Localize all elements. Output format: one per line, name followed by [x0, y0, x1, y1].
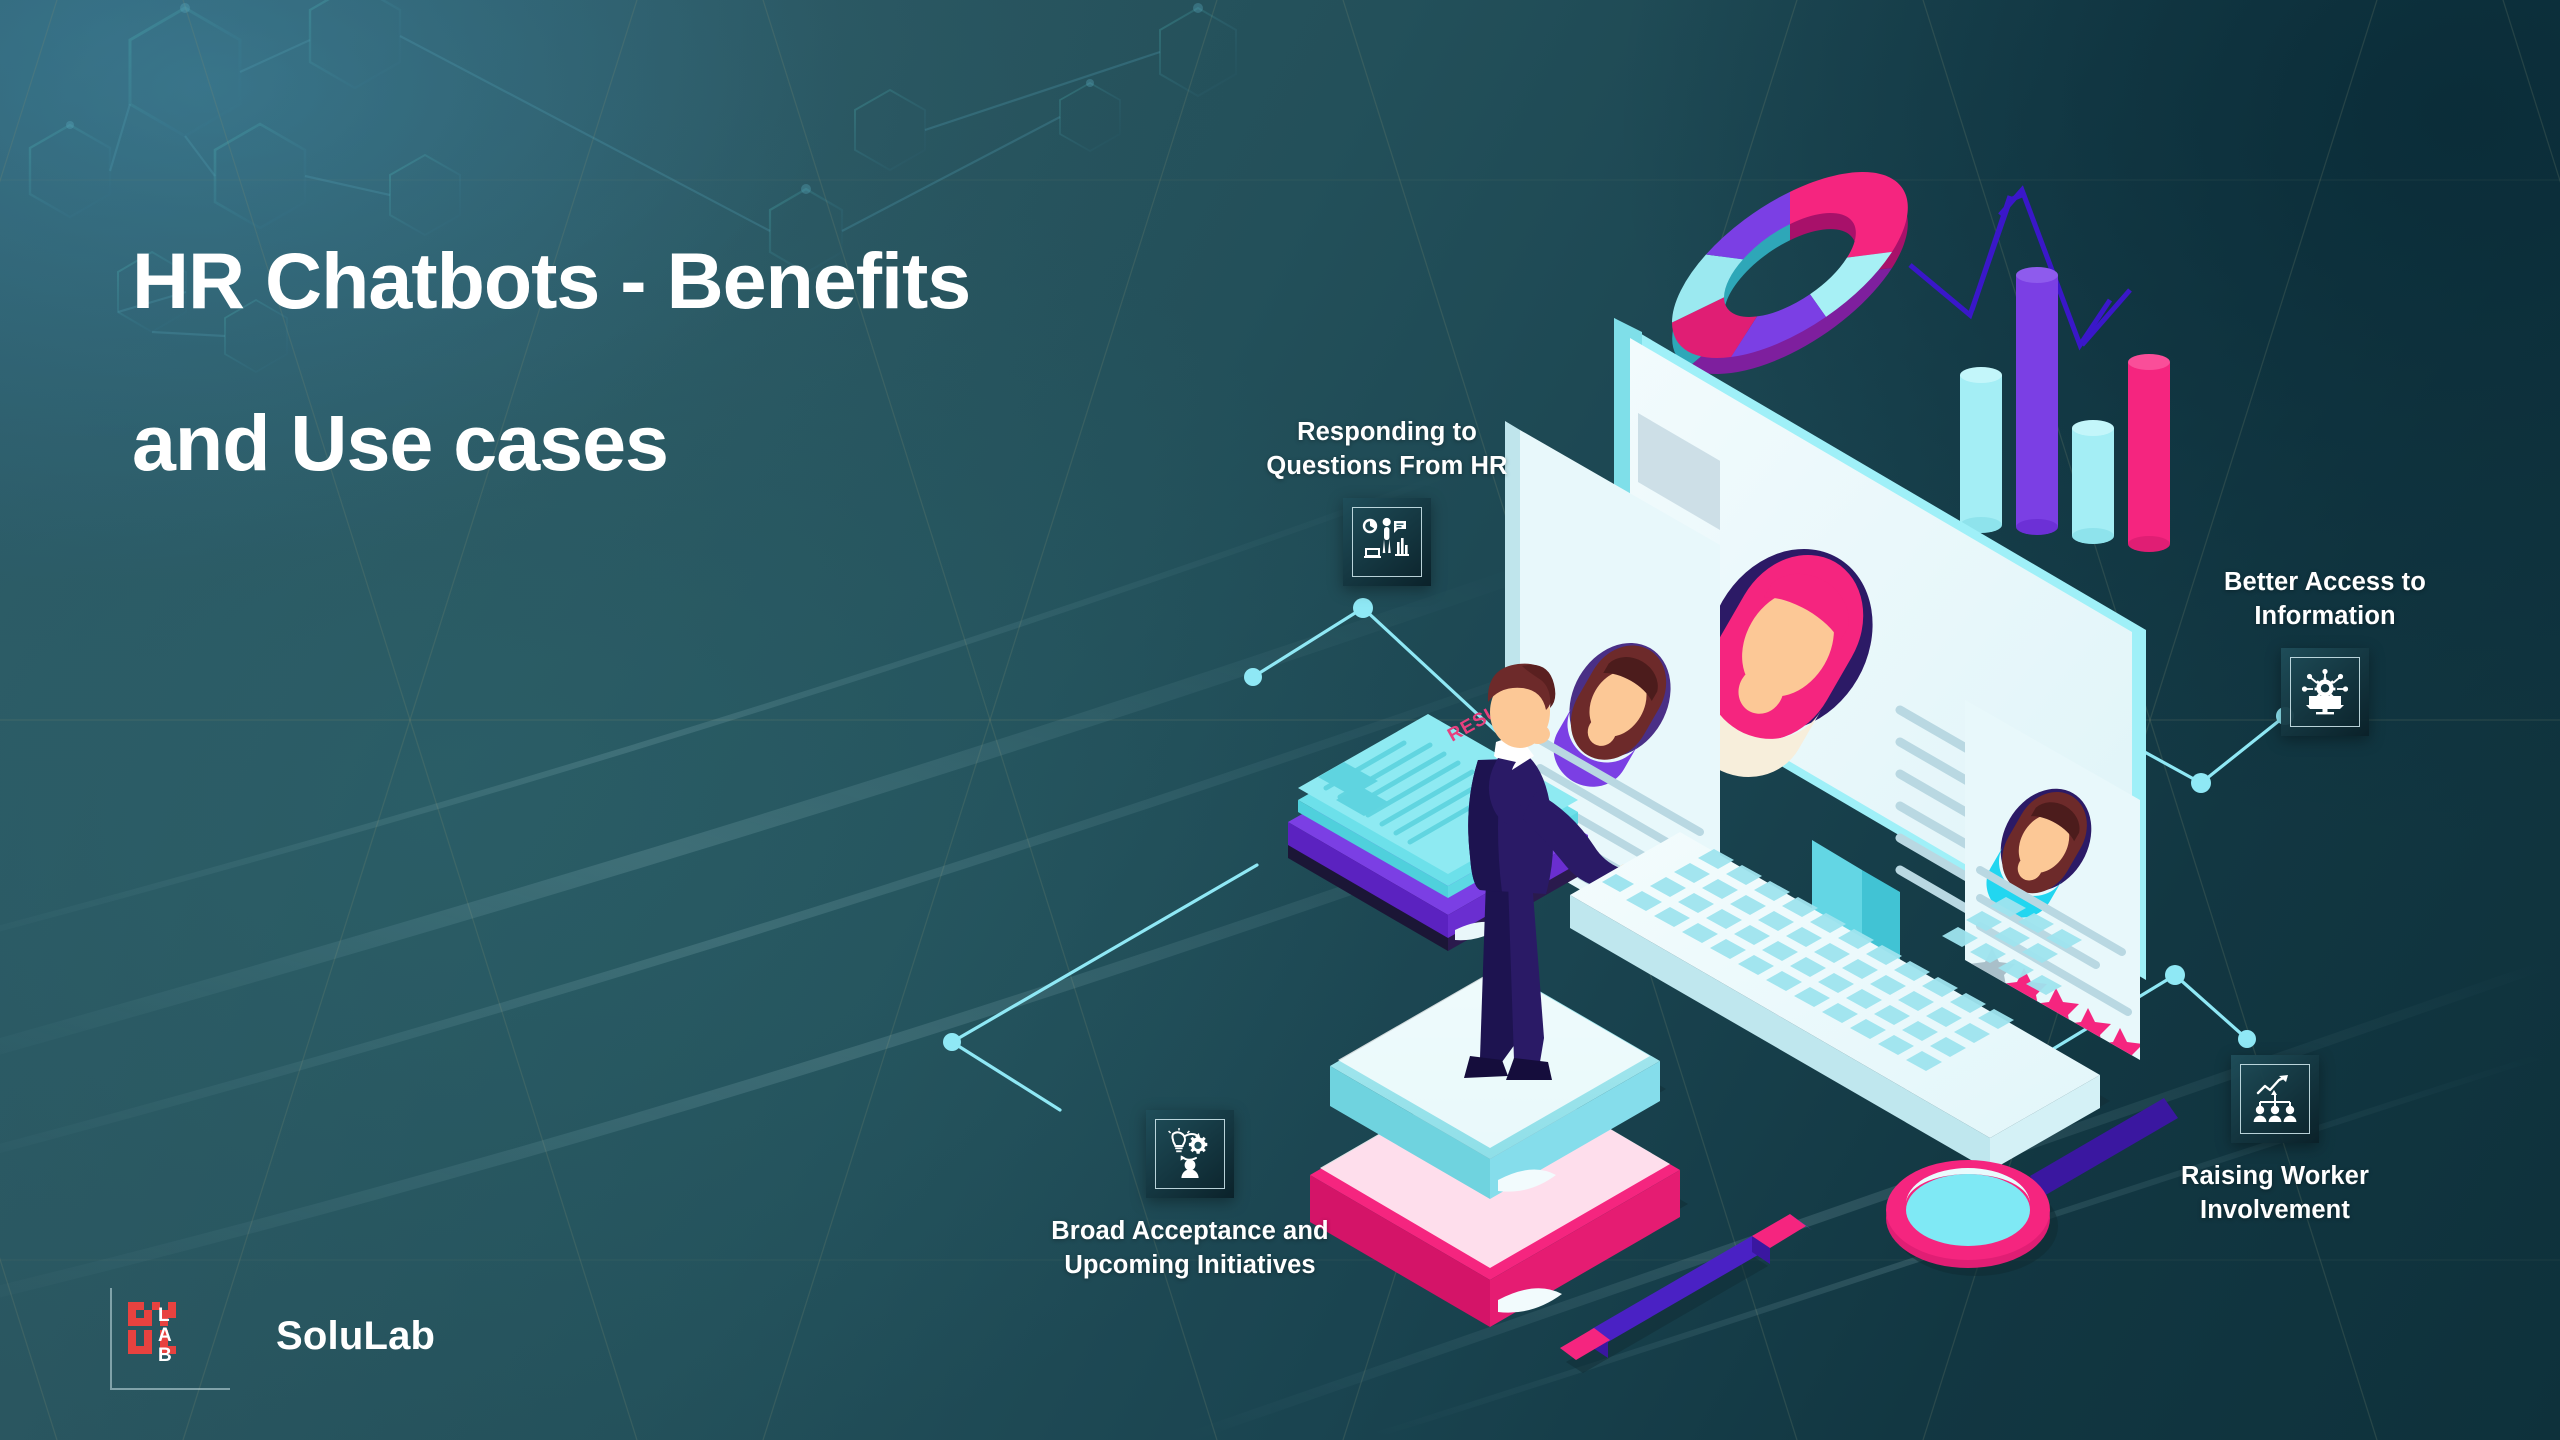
callout-label-line-1: Better Access to: [2224, 568, 2426, 596]
monitor-gear-network-icon[interactable]: [2281, 647, 2369, 736]
callout-broad-acceptance-and-upcoming-initiatives[interactable]: Broad Acceptance and Upcoming Initiative…: [1000, 1110, 1380, 1283]
callout-label-line-1: Broad Acceptance and: [1051, 1217, 1329, 1245]
logo-wordmark: SoluLab: [276, 1313, 436, 1358]
person-analytics-icon[interactable]: [1343, 497, 1431, 586]
star-rating-right: [1969, 948, 2140, 1060]
keyboard: [1570, 832, 2110, 1171]
bar-4: [2128, 354, 2170, 552]
title-line-2: and Use cases: [132, 398, 669, 487]
callout-better-access-to-information[interactable]: Better Access to Information: [2190, 565, 2460, 736]
callout-label-line-2: Involvement: [2200, 1196, 2350, 1225]
callout-raising-worker-involvement[interactable]: Raising Worker Involvement: [2130, 1055, 2420, 1228]
growth-chart-team-icon[interactable]: [2231, 1055, 2319, 1143]
pencil: [1560, 1214, 1812, 1373]
callout-label-line-2: Information: [2254, 602, 2396, 631]
callout-label-line-1: Raising Worker: [2181, 1162, 2369, 1190]
page-title: HR Chatbots - Benefits and Use cases: [132, 200, 1312, 524]
businessman-figure: [1464, 663, 1644, 1080]
resume-label: RESUME: [1444, 686, 1531, 747]
profile-card-main: [1684, 548, 2083, 1021]
profile-card-right: [1965, 700, 2140, 1060]
title-line-1: HR Chatbots - Benefits: [132, 236, 971, 325]
donut-chart-3d: [1671, 172, 1908, 374]
callout-label-line-2: Upcoming Initiatives: [1064, 1251, 1316, 1280]
resume-document-stack: RESUME: [1288, 686, 1588, 951]
line-chart-zigzag: [1908, 185, 2132, 351]
star-rating-left: [1533, 885, 1685, 970]
bar-3: [2072, 420, 2114, 544]
bar-2: [2016, 267, 2058, 535]
bar-1: [1960, 367, 2002, 533]
callout-responding-to-questions-from-hr[interactable]: Responding to Questions From HR: [1242, 415, 1532, 586]
bar-chart-cylinders: [1960, 267, 2170, 552]
lightbulb-gear-person-icon[interactable]: [1146, 1110, 1234, 1198]
callout-label-line-1: Responding to: [1297, 418, 1477, 446]
monitor: [1505, 318, 2146, 1064]
callout-label-line-2: Questions From HR: [1266, 452, 1508, 481]
profile-card-left: [1505, 421, 1720, 970]
star-rating-center: [1764, 970, 1820, 1021]
